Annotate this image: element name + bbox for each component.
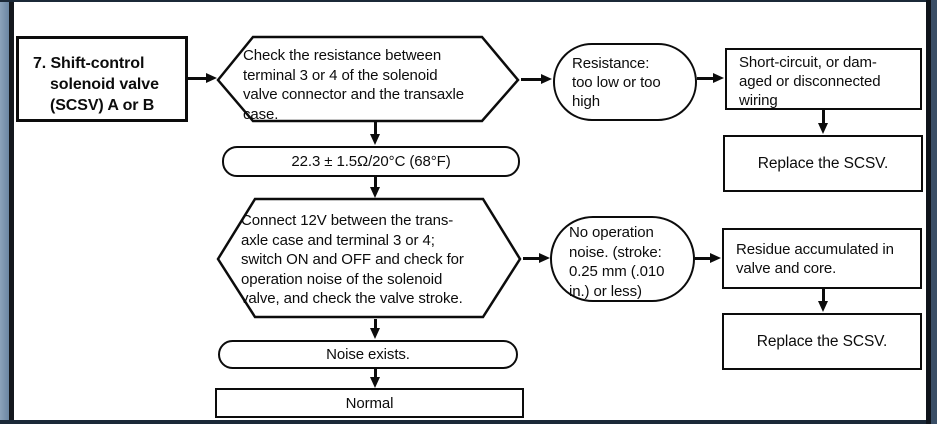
short-circuit-text: Short-circuit, or dam- aged or disconnec… (727, 50, 920, 110)
hexagon-outline (216, 35, 520, 123)
text-line: 0.25 mm (.010 (569, 263, 665, 280)
replace-scsv-label: Replace the SCSV. (756, 332, 888, 350)
text-line: valve, and check the valve stroke. (241, 290, 463, 307)
text-line: noise. (stroke: (569, 243, 662, 261)
text-line: Short-circuit, or dam- (739, 54, 877, 71)
replace-scsv-box-1: Replace the SCSV. (723, 135, 923, 192)
arrowhead (818, 301, 828, 312)
no-operation-noise-oval: No operation noise. (stroke: 0.25 mm (.0… (550, 216, 695, 302)
connect-12v-hexagon: Connect 12V between the trans- axle case… (215, 197, 523, 319)
page-border-left-line (9, 0, 14, 424)
page-border-bottom (0, 420, 937, 424)
step-title-box: 7. Shift-control solenoid valve (SCSV) A… (16, 36, 188, 122)
text-line: terminal 3 or 4 of the solenoid (243, 66, 438, 84)
text-line: valve connector and the transaxle (243, 86, 465, 103)
arrow-shortcircuit-to-replace1 (822, 110, 825, 125)
page-border-right-stripe (931, 0, 937, 424)
normal-box: Normal (215, 388, 524, 418)
hexagon-shape (216, 197, 522, 319)
text-line: case. (243, 105, 279, 123)
text-line: Resistance: (572, 55, 650, 72)
noise-exists-pill: Noise exists. (218, 340, 518, 369)
step-title-line: solenoid valve (50, 76, 159, 93)
resistance-result-text: Resistance: too low or too high (555, 45, 695, 111)
text-line: switch ON and OFF and check for (241, 251, 464, 268)
arrowhead (370, 377, 380, 388)
text-line: Check the resistance between (243, 47, 442, 64)
arrow-hex1-to-spec (374, 122, 377, 136)
text-line: aged or disconnected (739, 73, 881, 90)
text-line: operation noise of the solenoid (241, 270, 443, 288)
text-line: too low or too (572, 74, 661, 91)
text-line: wiring (739, 92, 778, 109)
arrowhead (206, 73, 217, 83)
replace-scsv-box-2: Replace the SCSV. (722, 313, 922, 370)
resistance-result-oval: Resistance: too low or too high (553, 43, 697, 121)
noise-exists-label: Noise exists. (326, 346, 410, 363)
page-border-right-line (926, 0, 931, 424)
text-line: valve and core. (736, 260, 837, 277)
text-line: Residue accumulated in (736, 241, 894, 258)
residue-box: Residue accumulated in valve and core. (722, 228, 922, 289)
page-border-top (0, 0, 937, 2)
arrow-noise-to-normal (374, 369, 377, 378)
arrowhead (370, 187, 380, 198)
page-border-left-stripe (0, 0, 9, 424)
arrow-residue-to-replace2 (822, 289, 825, 303)
arrowhead (710, 253, 721, 263)
arrowhead (370, 328, 380, 339)
step-title-line: 7. Shift-control (33, 55, 145, 72)
arrow-hex2-to-noise (374, 319, 377, 330)
arrow-spec-to-hex2 (374, 177, 377, 189)
text-line: No operation (569, 224, 654, 241)
normal-label: Normal (345, 394, 394, 412)
arrowhead (713, 73, 724, 83)
arrow-hex2-to-oval2 (523, 257, 541, 260)
resistance-spec-label: 22.3 ± 1.5Ω/20°C (68°F) (291, 153, 451, 170)
arrow-title-to-hex1 (188, 77, 208, 80)
residue-text: Residue accumulated in valve and core. (724, 230, 920, 278)
step-title-line: (SCSV) A or B (50, 97, 155, 114)
text-line: Connect 12V between the trans- (241, 212, 454, 229)
hexagon-outline (216, 197, 522, 319)
text-line: in.) or less) (569, 282, 642, 300)
check-resistance-text: Check the resistance between terminal 3 … (243, 46, 464, 124)
text-line: high (572, 93, 600, 110)
step-title-text: 7. Shift-control solenoid valve (SCSV) A… (19, 39, 185, 116)
text-line: axle case and terminal 3 or 4; (241, 231, 435, 249)
check-resistance-hexagon: Check the resistance between terminal 3 … (215, 35, 521, 123)
short-circuit-box: Short-circuit, or dam- aged or disconnec… (725, 48, 922, 110)
no-operation-noise-text: No operation noise. (stroke: 0.25 mm (.0… (552, 218, 693, 301)
hexagon-shape (216, 35, 520, 123)
arrow-hex1-to-oval1 (521, 78, 543, 81)
replace-scsv-label: Replace the SCSV. (757, 154, 889, 172)
arrowhead (818, 123, 828, 134)
arrow-oval2-to-residue (695, 257, 712, 260)
arrowhead (541, 74, 552, 84)
arrow-oval1-to-shortcircuit (697, 77, 715, 80)
connect-12v-text: Connect 12V between the trans- axle case… (241, 211, 464, 309)
arrowhead (370, 134, 380, 145)
resistance-spec-pill: 22.3 ± 1.5Ω/20°C (68°F) (222, 146, 520, 177)
arrowhead (539, 253, 550, 263)
